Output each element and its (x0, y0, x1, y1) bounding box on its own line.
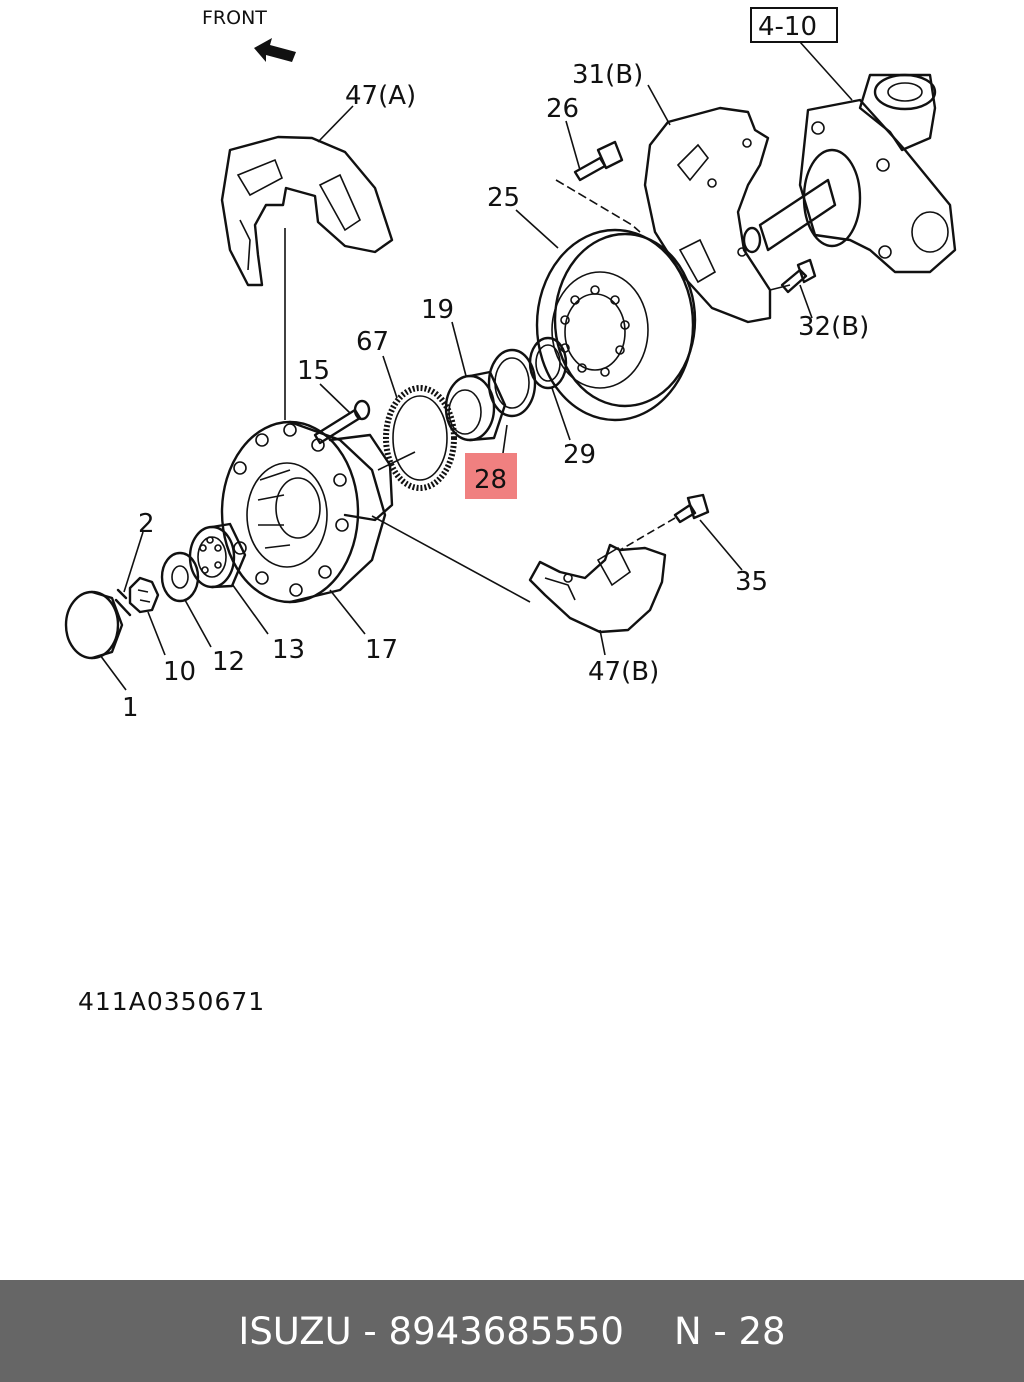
exploded-hub-diagram: FRONT 4-10 (64, 7, 957, 723)
callout-47a: 47(A) (345, 81, 416, 111)
callout-29: 29 (563, 440, 596, 470)
callout-26: 26 (546, 94, 579, 124)
bolt-26 (555, 140, 641, 233)
callout-1: 1 (122, 693, 139, 723)
callout-13: 13 (272, 635, 305, 665)
oil-seal-28 (487, 348, 537, 418)
footer-brand: ISUZU - 8943685550 (238, 1309, 624, 1353)
callout-12: 12 (212, 647, 245, 677)
wheel-hub-17 (220, 420, 394, 604)
sensor-ring-67 (383, 385, 457, 491)
callout-32b: 32(B) (798, 312, 869, 342)
callout-19: 19 (421, 295, 454, 325)
bolt-15 (313, 399, 371, 445)
dust-cover-47b (528, 543, 667, 634)
front-label: FRONT (202, 7, 267, 29)
callout-10: 10 (163, 657, 196, 687)
callout-15: 15 (297, 356, 330, 386)
footer-page: N - 28 (673, 1309, 786, 1353)
callout-31b: 31(B) (572, 60, 643, 90)
drawing-code: 411A0350671 (78, 987, 266, 1016)
backing-plate (643, 106, 791, 324)
nut-10 (128, 576, 160, 614)
reference-box-label: 4-10 (758, 12, 817, 42)
washer-12 (160, 551, 200, 603)
bolt-35 (619, 493, 710, 551)
dust-cover-47a (220, 135, 394, 287)
callout-2: 2 (138, 509, 155, 539)
callout-35: 35 (735, 567, 768, 597)
ring-29 (528, 336, 568, 390)
brake-disc (535, 228, 697, 422)
pin-2 (114, 588, 132, 617)
callout-67: 67 (356, 327, 389, 357)
callout-47b: 47(B) (588, 657, 659, 687)
hub-cap-1 (64, 590, 124, 660)
callout-28: 28 (474, 465, 507, 495)
bolt-32b (780, 258, 817, 294)
callout-25: 25 (487, 183, 520, 213)
callout-28-highlight (465, 453, 517, 499)
front-arrow-icon (254, 38, 296, 62)
callout-17: 17 (365, 635, 398, 665)
reference-box (750, 7, 838, 43)
steering-knuckle (742, 73, 957, 274)
footer-bar: ISUZU - 8943685550 N - 28 (0, 1280, 1024, 1382)
